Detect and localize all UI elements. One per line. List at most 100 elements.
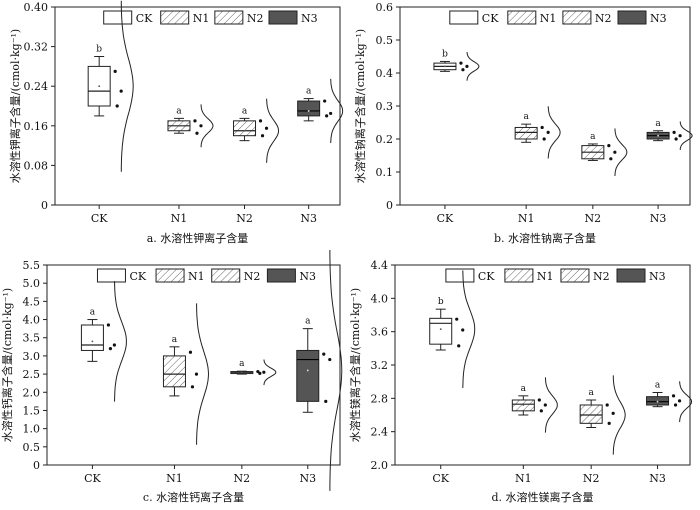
mean-marker — [656, 400, 659, 403]
panel-caption: b. 水溶性钠离子含量 — [494, 231, 596, 245]
y-tick-label: 5.0 — [23, 277, 41, 290]
box-CK: b — [429, 270, 476, 389]
legend-label-N1: N1 — [537, 270, 554, 283]
legend-swatch-N2 — [562, 10, 592, 25]
box-iqr — [296, 349, 320, 402]
x-tick-label: CK — [84, 472, 101, 485]
significance-letter: a — [242, 106, 248, 116]
data-point — [324, 399, 328, 403]
mean-marker — [178, 124, 180, 127]
x-tick-label: N2 — [234, 472, 251, 485]
density-curve — [612, 375, 626, 455]
data-point — [542, 137, 546, 141]
x-tick-label: N3 — [649, 472, 666, 485]
legend-swatch-N3 — [266, 268, 296, 283]
density-curve — [679, 381, 693, 423]
x-tick-label: N1 — [171, 212, 188, 225]
y-tick-label: 0.16 — [24, 120, 49, 133]
significance-letter: a — [655, 119, 661, 129]
data-point — [609, 157, 613, 161]
x-tick-label: N2 — [236, 212, 253, 225]
data-point — [672, 130, 676, 134]
data-point — [190, 385, 195, 389]
data-point — [613, 150, 617, 154]
legend-swatch-N3 — [616, 268, 646, 283]
panel-caption: a. 水溶性钾离子含量 — [147, 231, 249, 245]
data-point — [607, 421, 611, 425]
data-point — [671, 394, 676, 398]
y-tick-label: 0.24 — [24, 80, 49, 93]
box-iqr — [80, 324, 104, 351]
density-curve — [544, 377, 558, 433]
legend-label-N1: N1 — [540, 12, 557, 25]
data-point — [540, 125, 544, 130]
y-axis-label: 水溶性钠离子含量/(cmol·kg⁻¹) — [353, 29, 367, 183]
significance-letter: a — [239, 359, 245, 369]
y-tick-label: 0.3 — [376, 100, 394, 113]
legend-label-CK: CK — [482, 12, 499, 25]
y-tick-label: 3.6 — [371, 326, 389, 339]
panel-caption: c. 水溶性钙离子含量 — [143, 490, 244, 504]
y-tick-label: 3.5 — [23, 332, 41, 345]
box-N3: a — [297, 78, 344, 144]
y-tick-label: 0.40 — [24, 1, 49, 14]
significance-letter: a — [655, 381, 661, 391]
y-tick-label: 0.5 — [376, 34, 394, 47]
y-tick-label: 0.4 — [376, 67, 394, 80]
data-point — [323, 99, 327, 103]
data-point — [264, 126, 269, 130]
data-point — [194, 372, 199, 376]
legend-swatch-CK — [96, 268, 126, 283]
y-tick-label: 5.5 — [23, 259, 41, 272]
box-N3: a — [646, 381, 693, 423]
data-point — [329, 111, 333, 116]
data-point — [605, 403, 609, 407]
y-tick-label: 2.5 — [23, 368, 41, 381]
legend-swatch-CK — [445, 268, 475, 283]
box-N2: a — [233, 98, 280, 163]
mean-marker — [306, 369, 309, 372]
data-point — [546, 130, 550, 134]
data-point — [457, 344, 461, 348]
box-CK: b — [87, 0, 134, 172]
legend-swatch-CK — [449, 10, 479, 25]
data-point — [195, 131, 199, 135]
x-tick-label: N1 — [166, 472, 183, 485]
data-point — [459, 61, 463, 65]
density-curve — [196, 303, 210, 445]
significance-letter: a — [90, 308, 96, 318]
data-point — [193, 119, 197, 123]
density-curve — [120, 0, 134, 172]
data-point — [106, 323, 111, 327]
mean-marker — [657, 134, 659, 137]
y-tick-label: 2.0 — [23, 386, 41, 399]
legend-swatch-N1 — [155, 268, 185, 283]
x-tick-label: N3 — [300, 212, 317, 225]
data-point — [328, 357, 332, 362]
legend-label-N1: N1 — [188, 270, 205, 283]
data-point — [322, 352, 326, 356]
data-point — [539, 409, 543, 413]
data-point — [607, 144, 611, 148]
legend-swatch-N1 — [504, 268, 534, 283]
significance-letter: a — [176, 106, 182, 116]
x-tick-label: CK — [432, 472, 449, 485]
legend-label-N2: N2 — [247, 12, 264, 25]
significance-letter: b — [96, 45, 102, 55]
y-tick-label: 4.5 — [23, 295, 41, 308]
panel-b: 00.10.20.30.40.50.6水溶性钠离子含量/(cmol·kg⁻¹)C… — [353, 1, 693, 245]
y-axis-label: 水溶性钙离子含量/(cmol·kg⁻¹) — [0, 288, 14, 442]
significance-letter: a — [588, 388, 594, 398]
legend-label-N3: N3 — [299, 270, 316, 283]
y-tick-label: 0 — [33, 459, 40, 472]
data-point — [258, 371, 262, 375]
data-point — [674, 137, 678, 141]
density-curve — [462, 270, 476, 389]
data-point — [119, 89, 123, 93]
mean-marker — [173, 373, 176, 375]
x-tick-label: N1 — [518, 212, 535, 225]
legend-swatch-CK — [103, 10, 133, 25]
box-N1: a — [514, 106, 561, 159]
box-iqr — [297, 100, 321, 117]
